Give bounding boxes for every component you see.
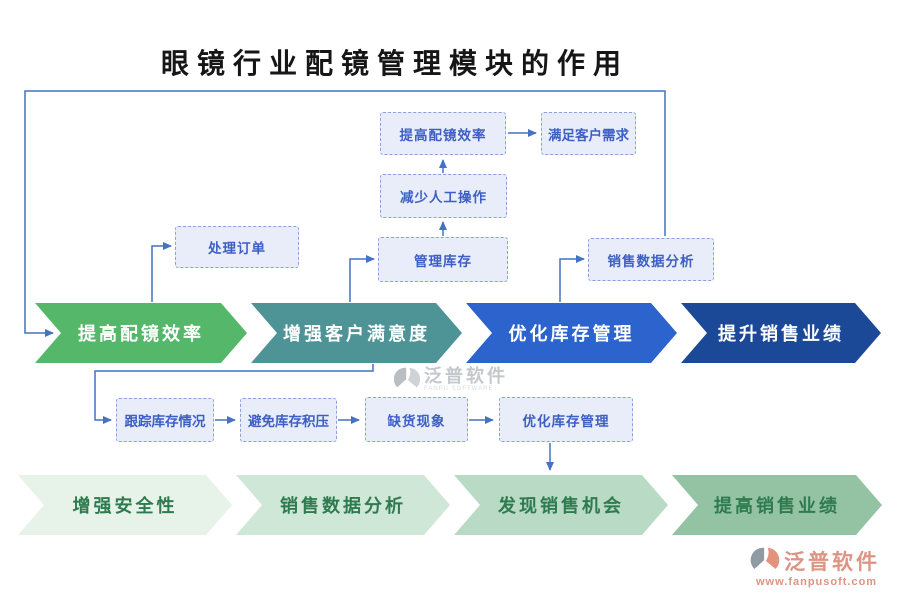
fanpu-logo-icon	[394, 367, 420, 388]
connector-seg2-to-manage-inventory	[349, 255, 375, 302]
fanpu-logo-icon	[750, 547, 780, 569]
page-title: 眼镜行业配镜管理模块的作用	[160, 48, 629, 79]
banner-main-seg-improve-efficiency: 提高配镜效率	[35, 303, 247, 363]
watermark-center-subtitle: FANPU SOFTWARE	[424, 386, 494, 392]
banner-main-seg-boost-sales: 提升销售业绩	[681, 303, 881, 363]
watermark-corner-url: www.fanpusoft.com	[756, 576, 878, 588]
banner-bottom-seg-sales-analysis: 销售数据分析	[236, 475, 450, 535]
banner-bottom-seg-sales-opportunity: 发现销售机会	[454, 475, 668, 535]
node-improve-fitting-efficiency: 提高配镜效率	[380, 112, 506, 155]
node-reduce-manual-operation: 减少人工操作	[380, 174, 507, 218]
connector-feedback-loop	[24, 90, 666, 337]
node-track-inventory-status: 跟踪库存情况	[116, 398, 214, 442]
node-optimize-inventory-management: 优化库存管理	[499, 397, 633, 442]
banner-bottom-seg-security: 增强安全性	[18, 475, 232, 535]
node-process-orders: 处理订单	[175, 226, 299, 268]
node-meet-customer-needs: 满足客户需求	[541, 112, 636, 155]
connector-seg2-to-track-inventory	[94, 364, 374, 424]
node-avoid-overstock: 避免库存积压	[240, 398, 337, 442]
watermark-corner: 泛普软件 www.fanpusoft.com	[750, 546, 880, 588]
watermark-corner-name: 泛普软件	[784, 551, 880, 574]
banner-main-seg-customer-satisfaction: 增强客户满意度	[251, 303, 462, 363]
node-sales-data-analysis: 销售数据分析	[588, 238, 714, 281]
banner-bottom-seg-sales-performance: 提高销售业绩	[672, 475, 882, 535]
watermark-center: 泛普软件 FANPU SOFTWARE	[394, 366, 508, 394]
watermark-center-name: 泛普软件	[424, 366, 508, 386]
connector-seg3-to-sales-analysis	[559, 255, 585, 302]
banner-main-seg-optimize-inventory: 优化库存管理	[466, 303, 677, 363]
node-manage-inventory: 管理库存	[378, 237, 508, 282]
node-stockout-phenomenon: 缺货现象	[365, 397, 468, 442]
connector-seg1-to-process-orders	[151, 242, 172, 302]
